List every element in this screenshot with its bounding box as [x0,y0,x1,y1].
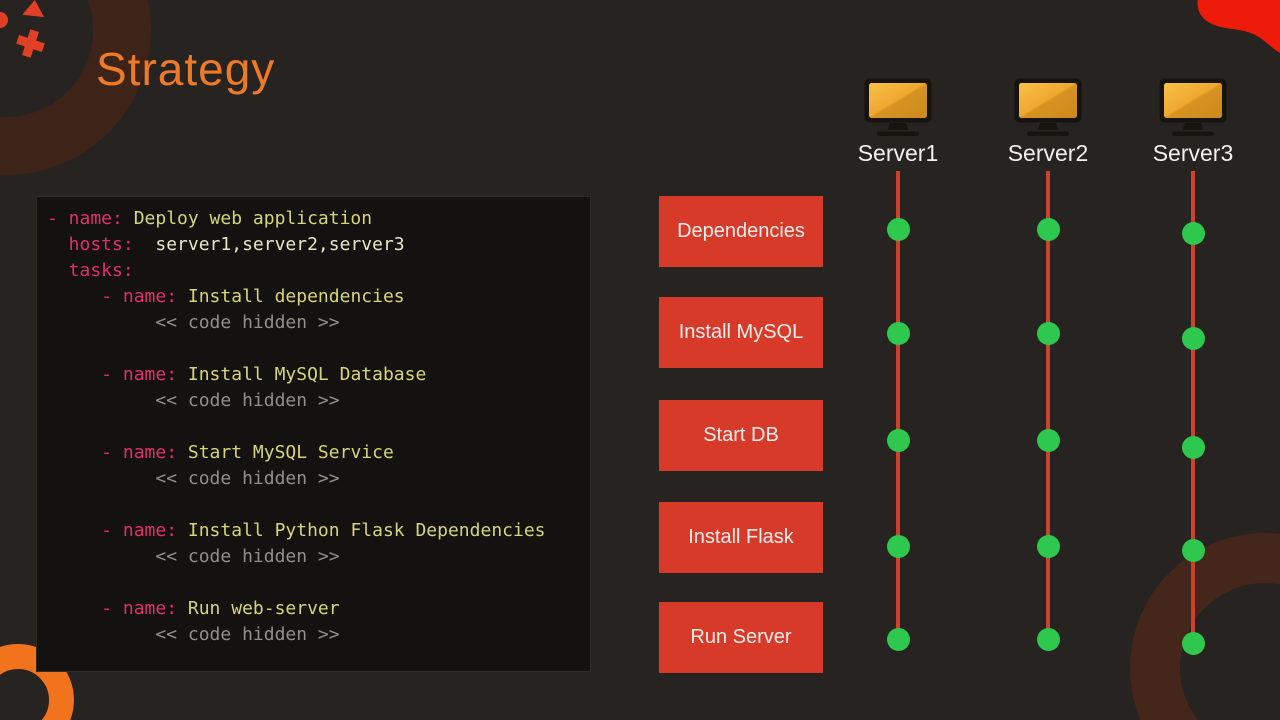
monitor-icon [864,78,932,136]
code-line: << code hidden >> [47,622,590,648]
code-line: << code hidden >> [47,388,590,414]
code-line: - name: Run web-server [47,596,590,622]
task-complete-dot [1037,218,1060,241]
task-complete-dot [887,218,910,241]
half-circle-icon [0,12,8,28]
code-line [47,492,590,518]
code-hidden-placeholder: << code hidden >> [47,468,340,489]
task-complete-dot [887,535,910,558]
task-button-install-flask[interactable]: Install Flask [659,502,823,573]
code-value: Deploy web application [122,208,373,229]
code-line: - name: Install dependencies [47,284,590,310]
task-complete-dot [1182,222,1205,245]
task-complete-dot [887,322,910,345]
code-hidden-placeholder: << code hidden >> [47,546,340,567]
triangle-icon [22,0,46,18]
ring-decoration-bottom-right [1130,533,1280,720]
code-line: - name: Install Python Flask Dependencie… [47,518,590,544]
timeline-line [1191,171,1195,643]
code-value: Install MySQL Database [177,364,427,385]
code-value: Install dependencies [177,286,405,307]
code-key: tasks: [47,260,134,281]
blob-decoration-icon [1197,0,1280,53]
code-line: hosts: server1,server2,server3 [47,232,590,258]
code-value: Install Python Flask Dependencies [177,520,546,541]
server-label: Server1 [857,140,939,166]
task-complete-dot [1182,327,1205,350]
code-line [47,570,590,596]
code-value: Start MySQL Service [177,442,394,463]
timeline-line [1046,171,1050,639]
code-value: Run web-server [177,598,340,619]
code-key: hosts: [47,234,134,255]
code-hosts-value: server1,server2,server3 [133,234,405,255]
code-line [47,414,590,440]
task-button-dependencies[interactable]: Dependencies [659,196,823,267]
task-button-run-server[interactable]: Run Server [659,602,823,673]
code-hidden-placeholder: << code hidden >> [47,312,340,333]
yaml-code-block: - name: Deploy web application hosts: se… [36,196,591,672]
code-key: - name: [47,364,178,385]
code-line: tasks: [47,258,590,284]
monitor-icon [1014,78,1082,136]
task-complete-dot [1182,436,1205,459]
server-label: Server3 [1152,140,1234,166]
code-hidden-placeholder: << code hidden >> [47,624,340,645]
timeline-line [896,171,900,639]
code-line: - name: Start MySQL Service [47,440,590,466]
code-key: - name: [47,442,178,463]
server-label: Server2 [1007,140,1089,166]
task-button-install-mysql[interactable]: Install MySQL [659,297,823,368]
task-complete-dot [1037,322,1060,345]
task-complete-dot [1182,539,1205,562]
code-hidden-placeholder: << code hidden >> [47,390,340,411]
code-line: - name: Deploy web application [47,206,590,232]
code-key: - name: [47,208,123,229]
code-line [47,336,590,362]
task-complete-dot [887,628,910,651]
task-button-start-db[interactable]: Start DB [659,400,823,471]
monitor-icon [1159,78,1227,136]
code-line: << code hidden >> [47,466,590,492]
task-complete-dot [1037,628,1060,651]
task-complete-dot [1182,632,1205,655]
task-complete-dot [887,429,910,452]
code-line: - name: Install MySQL Database [47,362,590,388]
code-line: << code hidden >> [47,544,590,570]
task-complete-dot [1037,535,1060,558]
code-line: << code hidden >> [47,310,590,336]
code-key: - name: [47,286,178,307]
code-key: - name: [47,520,178,541]
slide-title: Strategy [96,43,276,95]
task-complete-dot [1037,429,1060,452]
code-key: - name: [47,598,178,619]
